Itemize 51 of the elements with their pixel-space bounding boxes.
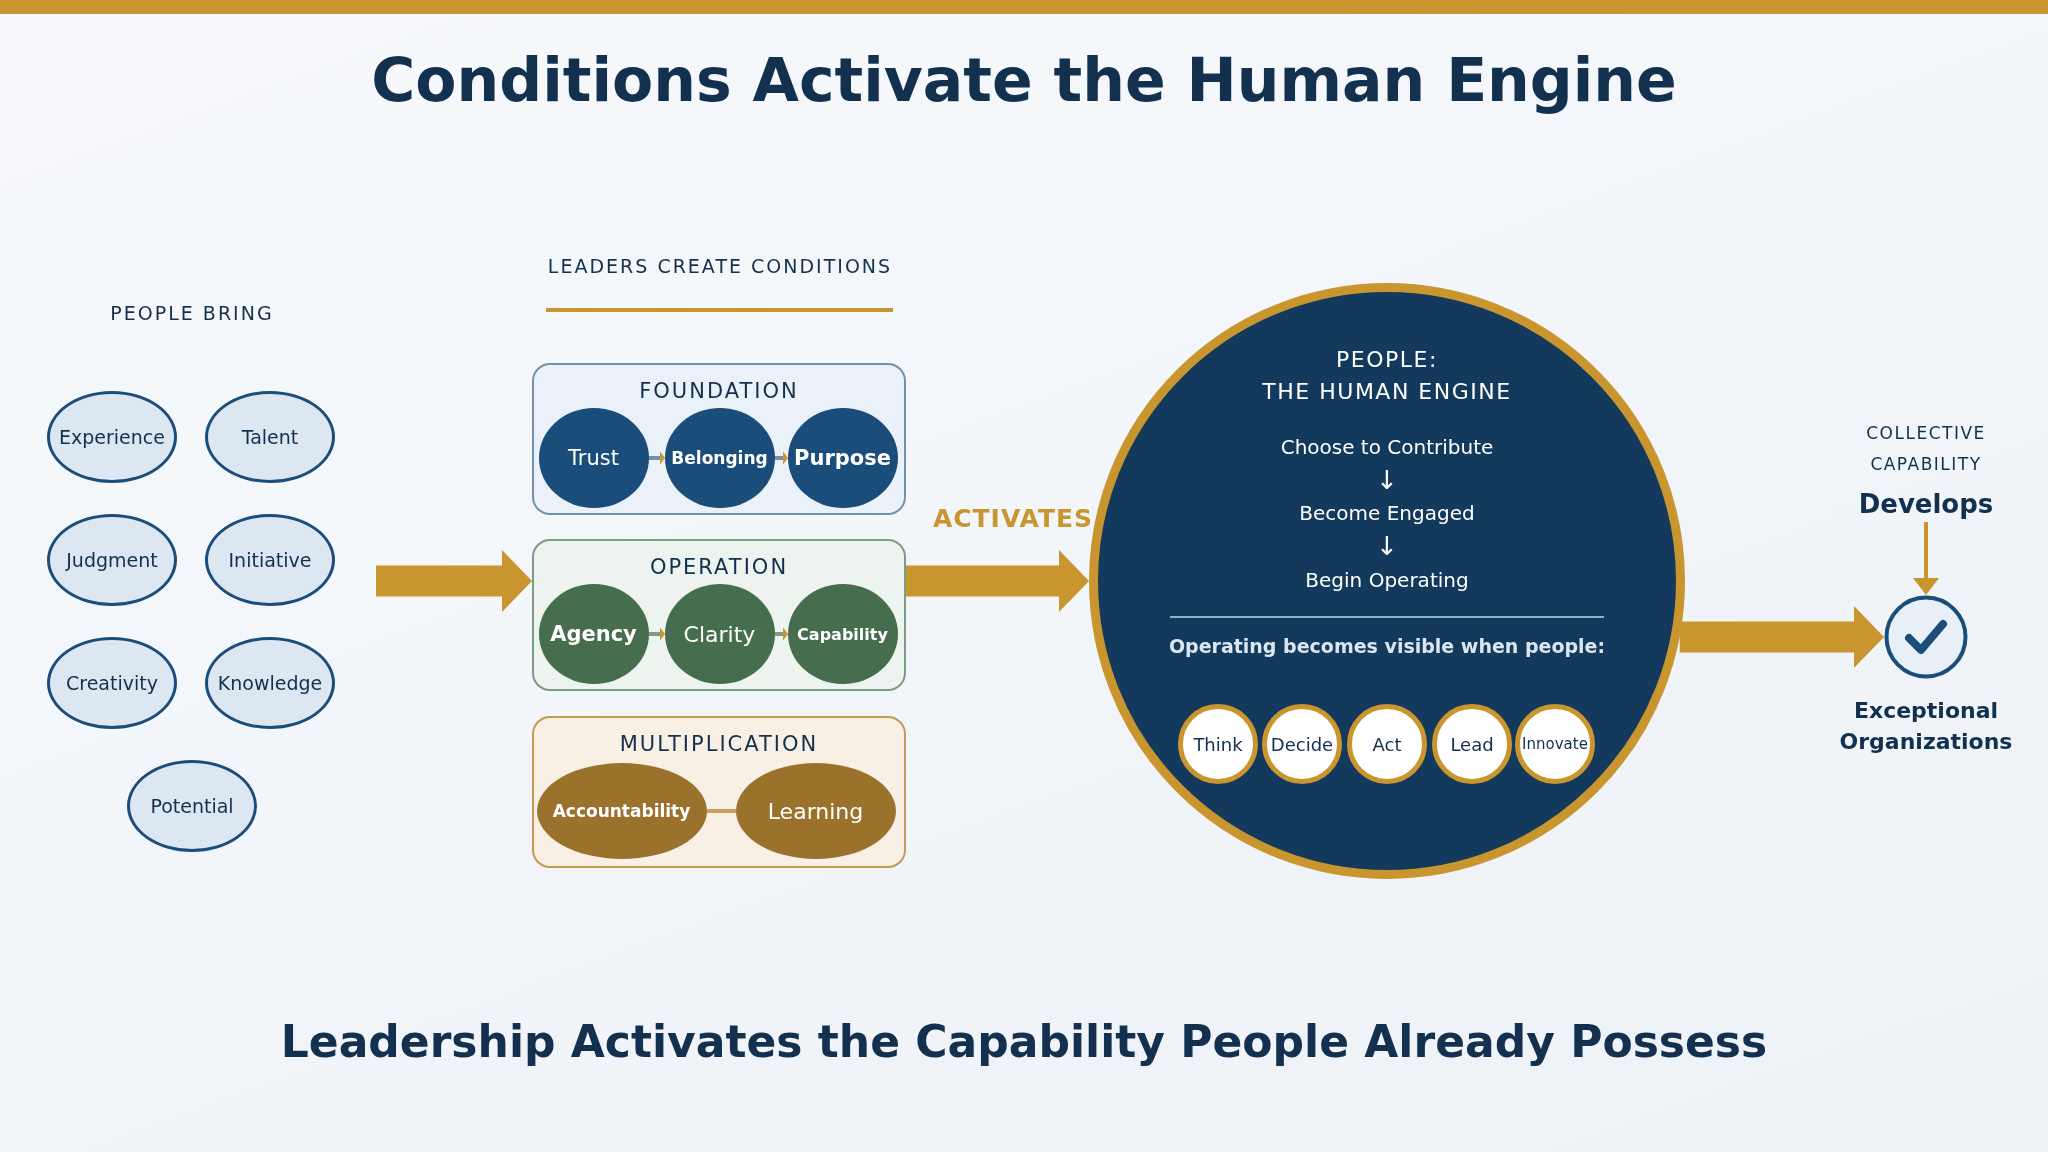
panel-heading: OPERATION	[649, 555, 789, 579]
node-caption: Exceptional Organizations	[1838, 697, 2014, 756]
node-label: Belonging	[671, 447, 768, 468]
engine-heading: PEOPLE: THE HUMAN ENGINE	[1262, 346, 1512, 406]
check-circle-icon	[1884, 595, 1968, 679]
node-label: Creativity	[66, 672, 158, 694]
arrow	[1913, 522, 1939, 595]
condition-panel	[532, 363, 906, 515]
step-arrow: ↓	[1376, 465, 1398, 495]
connector-line	[707, 809, 736, 813]
node-label: Trust	[568, 445, 619, 470]
node-label: Learning	[767, 798, 864, 823]
block-arrow	[906, 550, 1089, 612]
diagram-title: Conditions Activate the Human Engine	[371, 45, 1677, 115]
diagram-caption: Leadership Activates the Capability People Already Possess	[280, 1015, 1768, 1067]
condition-panel	[532, 539, 906, 691]
section-label: LEADERS CREATE CONDITIONS	[547, 255, 893, 277]
block-arrow	[1679, 606, 1884, 668]
node-label: Accountability	[552, 800, 691, 821]
step-text: Begin Operating	[1305, 568, 1469, 592]
node-label: Decide	[1270, 733, 1334, 755]
arrow	[775, 627, 788, 641]
develops-label: Develops	[1858, 489, 1994, 519]
arrow	[649, 627, 665, 641]
edge-label: ACTIVATES	[932, 503, 1094, 533]
node-label: Capability	[797, 624, 888, 643]
node-label: Clarity	[683, 621, 756, 646]
condition-panel	[532, 716, 906, 868]
node-label: Purpose	[794, 445, 891, 470]
capability-label: COLLECTIVE CAPABILITY	[1865, 422, 1987, 476]
engine-subheading: Operating becomes visible when people:	[1168, 635, 1606, 657]
node-label: Talent	[241, 426, 299, 448]
panel-heading: FOUNDATION	[639, 379, 799, 403]
node-label: Act	[1372, 733, 1402, 755]
step-text: Choose to Contribute	[1280, 435, 1494, 459]
node-label: Think	[1193, 733, 1243, 755]
section-label: PEOPLE BRING	[110, 302, 274, 324]
node-label: Experience	[59, 426, 165, 448]
node-label: Judgment	[66, 549, 158, 571]
step-text: Become Engaged	[1299, 501, 1475, 525]
node-label: Initiative	[228, 549, 312, 571]
node-label: Knowledge	[217, 672, 323, 694]
node-label: Lead	[1450, 733, 1494, 755]
arrow	[649, 451, 665, 465]
node-label: Innovate	[1522, 735, 1588, 753]
arrow	[775, 451, 788, 465]
node-label: Agency	[550, 621, 637, 646]
panel-heading: MULTIPLICATION	[619, 732, 819, 756]
block-arrow	[376, 550, 532, 612]
node-label: Potential	[150, 795, 234, 817]
step-arrow: ↓	[1376, 531, 1398, 561]
